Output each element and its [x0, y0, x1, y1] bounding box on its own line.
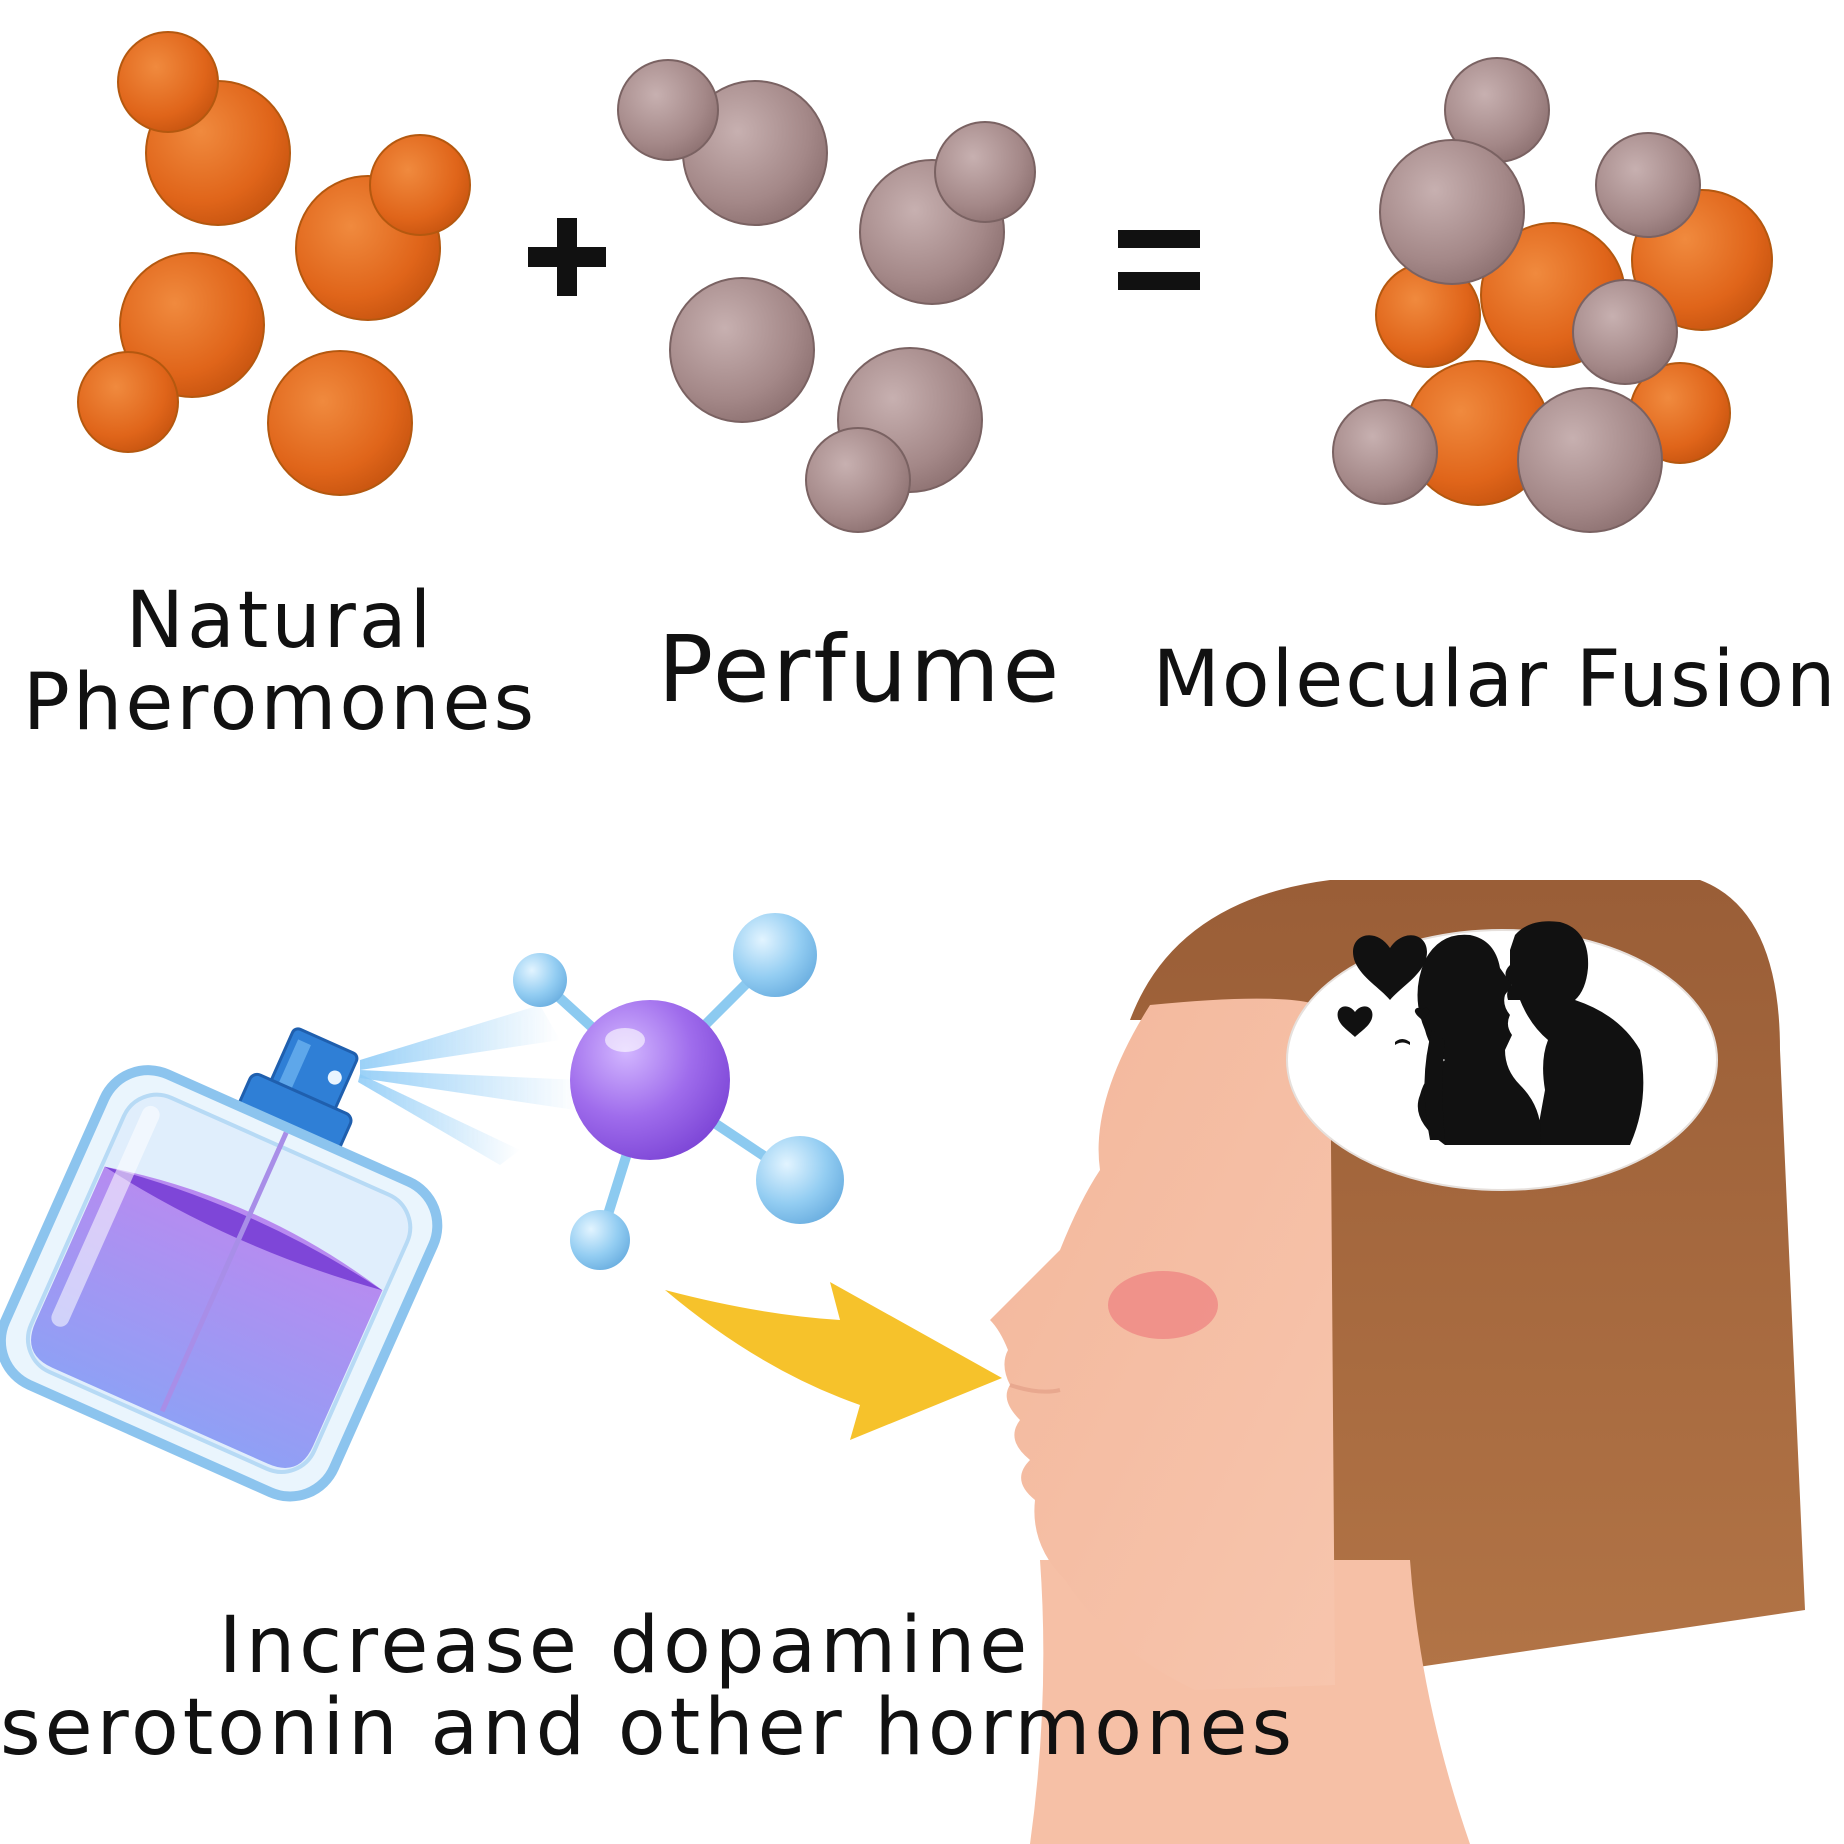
caption-line2: serotonin and other hormones: [0, 1683, 1297, 1773]
label-pheromones-line2: Pheromones: [22, 658, 538, 748]
spray-mist: [358, 1005, 580, 1165]
perfume-bottle-icon: [0, 1027, 443, 1502]
fused-molecules: [1332, 57, 1773, 533]
equals-operator: [1118, 230, 1200, 290]
caption-line1: Increase dopamine: [218, 1601, 1032, 1691]
pheromone-molecules: [77, 31, 471, 496]
arrow-icon: [665, 1282, 1002, 1440]
heart-icon: [1353, 935, 1427, 1000]
couple-silhouette-icon: [1417, 921, 1644, 1145]
heart-icon: [1337, 1006, 1373, 1037]
label-molecular-fusion: Molecular Fusion: [1152, 635, 1838, 725]
label-perfume: Perfume: [657, 616, 1063, 723]
hearts: [1337, 935, 1430, 1045]
molecule-icon: [513, 913, 844, 1270]
plus-operator: [528, 218, 606, 296]
label-natural-pheromones: Natural Pheromones: [20, 580, 540, 744]
caption-hormones: Increase dopamine serotonin and other ho…: [0, 1601, 1297, 1773]
heart-icon: [1414, 1007, 1430, 1020]
perfume-molecules: [617, 59, 1036, 533]
heart-icon: [1395, 1039, 1410, 1045]
label-pheromones-line1: Natural: [125, 576, 435, 666]
